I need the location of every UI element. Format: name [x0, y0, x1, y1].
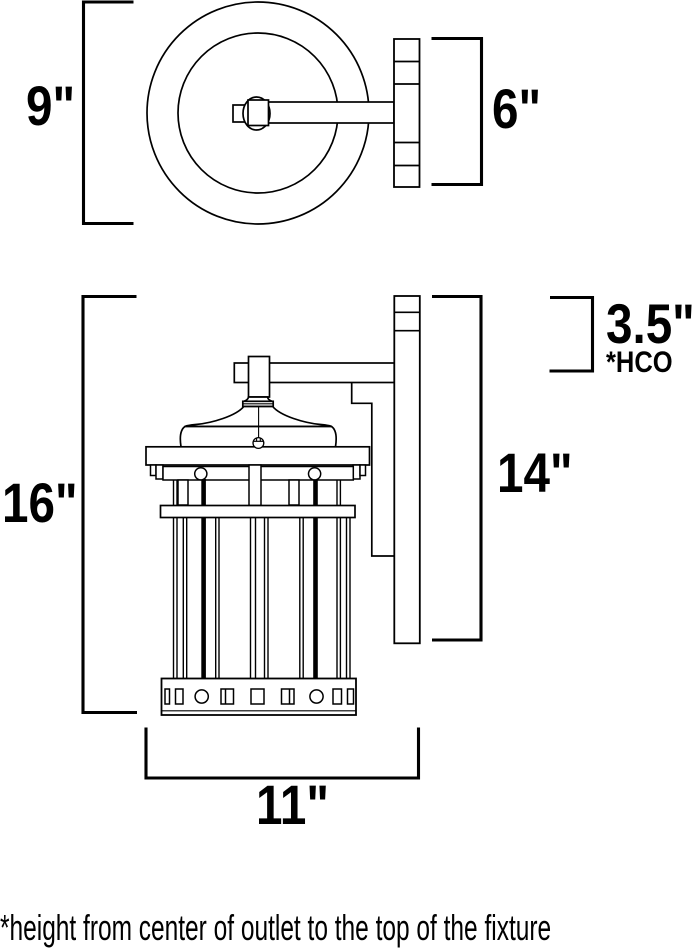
dimension-label-overall-height: 16": [2, 471, 78, 534]
base-cutout: [346, 688, 355, 705]
screw-head: [252, 436, 265, 450]
dimension-label-outlet-to-top: 3.5": [606, 292, 692, 355]
base-cutout: [174, 688, 184, 705]
dimension-label-hco-note: *HCO: [606, 346, 673, 379]
backplate-side-view: [393, 295, 421, 645]
bracket-14in: [432, 294, 483, 642]
band-step: [155, 464, 164, 480]
base-cutout-circle: [194, 689, 210, 704]
cage-top-band: [149, 464, 367, 507]
center-post: [248, 464, 262, 507]
backplate-outline: [393, 38, 421, 188]
bracket-11in: [144, 727, 421, 780]
base-cutout: [164, 688, 171, 705]
lantern-lid: [145, 445, 371, 466]
rod-knob: [193, 466, 208, 481]
side-view-drawing: [145, 295, 421, 716]
base-outline: [160, 677, 357, 716]
base-cutout-circle: [309, 689, 324, 704]
backplate-outline: [393, 295, 421, 645]
hanging-post: [177, 479, 189, 506]
lantern-base: [160, 677, 357, 716]
dimension-label-top-depth: 6": [492, 77, 542, 140]
bracket-3-5in: [549, 295, 595, 373]
arm-knob-square-top-view: [247, 99, 270, 127]
dimension-brackets: [81, 0, 595, 780]
band-step: [359, 464, 367, 477]
lid-screw: [252, 436, 265, 450]
finial-stem: [247, 355, 271, 398]
cage-main-rod: [201, 479, 206, 680]
base-cutout: [250, 688, 265, 705]
bracket-6in: [431, 36, 484, 187]
base-cutout: [220, 688, 235, 705]
support-bracket: [350, 382, 395, 557]
backplate-top-view: [393, 38, 421, 188]
dimension-label-top-height: 9": [26, 74, 76, 137]
base-cutout: [280, 688, 295, 705]
bracket-9in: [81, 0, 134, 226]
hanging-post: [288, 479, 300, 506]
top-view-drawing: [146, 1, 421, 225]
bracket-16in: [81, 294, 137, 715]
base-cutouts: [164, 688, 355, 705]
base-cutout: [332, 688, 343, 705]
dimension-label-backplate-height: 14": [497, 441, 573, 504]
band-step: [149, 464, 157, 477]
cage-main-rod: [313, 479, 318, 680]
footnote: *height from center of outlet to the top…: [0, 907, 552, 948]
rod-knob: [307, 466, 322, 481]
arm-top-view: [266, 101, 395, 124]
dimension-label-fixture-width: 11": [256, 773, 329, 836]
cage-mid-ring: [159, 504, 356, 519]
